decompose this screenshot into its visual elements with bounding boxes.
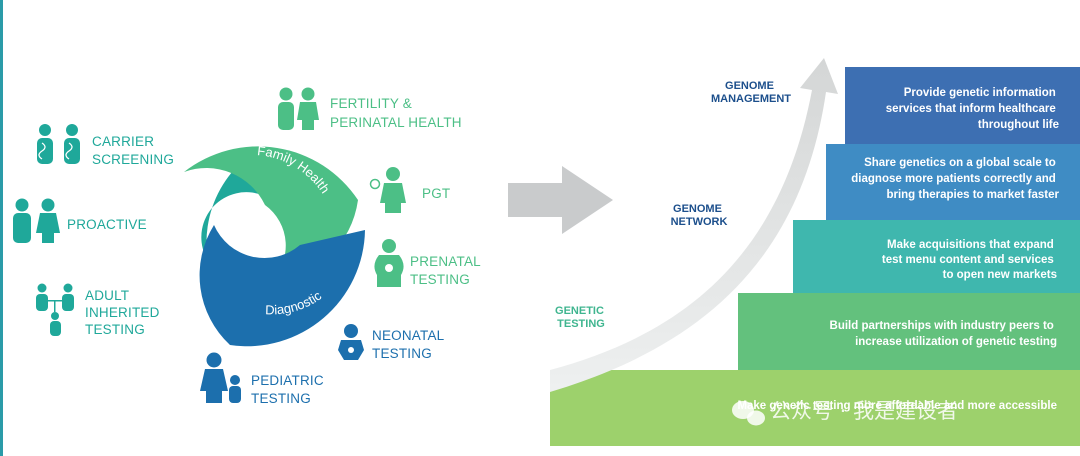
prenatal-icon <box>374 239 404 287</box>
label-pediatric-testing: PEDIATRIC TESTING <box>251 373 328 406</box>
band-text-affordable-testing: Make genetic testing more affordable and… <box>737 400 1057 412</box>
label-neonatal-testing: NEONATAL TESTING <box>372 328 448 361</box>
carrier-screening-icon <box>37 124 80 164</box>
watermark: 公众号 · 我是建设者 <box>732 399 958 426</box>
label-pgt: PGT <box>422 186 450 201</box>
stage-genome-management: GENOME MANAGEMENT <box>711 80 791 105</box>
cycle-diagram: Proactive Family Health Diagnostic <box>165 143 365 347</box>
band-partnerships <box>738 293 1080 370</box>
label-carrier-screening: CARRIER SCREENING <box>92 134 174 167</box>
stage-genetic-testing: GENETIC TESTING <box>555 305 607 330</box>
band-acquisitions <box>793 220 1080 293</box>
segment-label-proactive: Proactive <box>165 189 185 249</box>
segment-diagnostic[interactable] <box>199 225 365 347</box>
band-text-global-scale: Share genetics on a global scale to diag… <box>851 157 1059 201</box>
band-text-acquisitions: Make acquisitions that expand test menu … <box>882 239 1057 281</box>
band-text-partnerships: Build partnerships with industry peers t… <box>830 320 1057 348</box>
neonatal-baby-icon <box>338 324 364 360</box>
transition-arrow <box>508 166 613 234</box>
label-adult-inherited-testing: ADULT INHERITED TESTING <box>85 288 164 337</box>
proactive-people-icon <box>13 198 60 243</box>
band-global-scale <box>826 144 1080 220</box>
label-prenatal-testing: PRENATAL TESTING <box>410 254 484 287</box>
pgt-icon <box>369 167 406 213</box>
label-fertility-perinatal-health: FERTILITY & PERINATAL HEALTH <box>330 96 462 130</box>
adult-inherited-family-icon <box>36 283 74 336</box>
growth-curve-arrow <box>550 58 838 392</box>
band-genetic-testing-base <box>550 370 1080 446</box>
label-proactive: PROACTIVE <box>67 217 147 232</box>
stage-genome-network: GENOME NETWORK <box>671 203 728 228</box>
watermark-text: 公众号 · 我是建设者 <box>770 399 958 423</box>
wechat-icon <box>732 401 765 426</box>
pediatric-parent-child-icon <box>200 352 241 403</box>
fertility-couple-icon <box>278 87 319 130</box>
band-text-information-services: Provide genetic information services tha… <box>886 87 1059 131</box>
left-edge-bar <box>0 0 3 456</box>
band-information-services <box>845 67 1080 144</box>
growth-stairs <box>550 58 1080 446</box>
